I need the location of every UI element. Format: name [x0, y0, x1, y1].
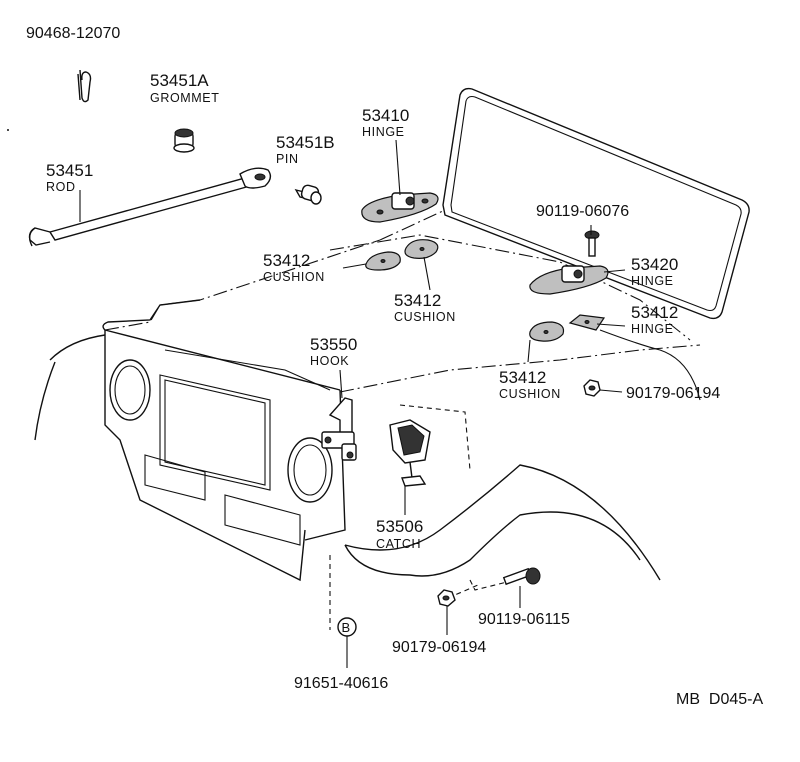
cushion-b-label: CUSHION	[394, 310, 456, 324]
nut-bottom-number: 90179-06194	[392, 639, 486, 656]
hook-number: 53550	[310, 335, 357, 354]
callout-rod: 53451 ROD	[46, 161, 93, 194]
cushion-c-number: 53412	[499, 368, 546, 387]
vehicle-front-body	[34, 299, 701, 582]
rod-number: 53451	[46, 161, 93, 180]
catch-number: 53506	[376, 517, 423, 536]
clip-part	[77, 69, 92, 103]
hinge-right-b-label: HINGE	[631, 322, 674, 336]
grommet-number: 53451A	[150, 71, 209, 90]
cushion-b-number: 53412	[394, 291, 441, 310]
callout-screw-top: 90119-06076	[536, 203, 629, 220]
rod-label: ROD	[46, 180, 76, 194]
leader-lines	[79, 139, 626, 668]
nut-bottom-part	[437, 589, 456, 607]
cushion-part-d	[568, 314, 606, 331]
nut-right-part	[583, 379, 601, 397]
pin-number: 53451B	[276, 133, 335, 152]
cushion-c-label: CUSHION	[499, 387, 561, 401]
callout-nut-right: 90179-06194	[626, 385, 720, 402]
callout-bottom-ref: 91651-40616	[294, 675, 388, 692]
nut-right-number: 90179-06194	[626, 385, 720, 402]
grommet-label: GROMMET	[150, 91, 219, 105]
hinge-left-part	[361, 192, 439, 223]
cushion-part-c	[529, 321, 565, 342]
alignment-lines	[329, 404, 536, 630]
callout-hinge-right-b: 53412 HINGE	[631, 303, 678, 336]
grommet-part	[173, 128, 195, 153]
diagram-ref-code: MB D045-A	[676, 691, 763, 708]
bolt-part	[502, 567, 541, 586]
screw-top-part	[584, 230, 600, 257]
callout-pin: 53451B PIN	[276, 133, 335, 166]
callout-cushion-b: 53412 CUSHION	[394, 291, 456, 324]
cushion-a-label: CUSHION	[263, 270, 325, 284]
hinge-right-number: 53420	[631, 255, 678, 274]
clip-number: 90468-12070	[26, 25, 120, 42]
callout-cushion-c: 53412 CUSHION	[499, 368, 561, 401]
hinge-right-b-number: 53412	[631, 303, 678, 322]
windshield-frame	[442, 87, 750, 320]
callout-bolt: 90119-06115	[478, 611, 570, 628]
hook-part	[321, 397, 357, 461]
callout-cushion-a: 53412 CUSHION	[263, 251, 325, 284]
callout-clip: 90468-12070	[26, 25, 120, 42]
callout-hinge-right: 53420 HINGE	[631, 255, 678, 288]
bottom-ref-number: 91651-40616	[294, 675, 388, 692]
pin-part	[294, 184, 322, 205]
catch-label: CATCH	[376, 537, 421, 551]
cushion-part-a	[365, 251, 401, 271]
hinge-right-part	[529, 265, 609, 295]
hinge-right-label: HINGE	[631, 274, 674, 288]
pin-label: PIN	[276, 152, 299, 166]
hook-label: HOOK	[310, 354, 349, 368]
bolt-number: 90119-06115	[478, 611, 570, 628]
callout-nut-bottom: 90179-06194	[392, 639, 486, 656]
callout-hook: 53550 HOOK	[310, 335, 357, 368]
hinge-left-label: HINGE	[362, 125, 405, 139]
screw-top-number: 90119-06076	[536, 203, 629, 220]
callout-catch: 53506 CATCH	[376, 517, 423, 551]
hood-outline	[104, 209, 701, 393]
hinge-left-number: 53410	[362, 106, 409, 125]
circle-b-marker: B	[337, 617, 357, 637]
callout-grommet: 53451A GROMMET	[150, 71, 219, 105]
cushion-part-b	[404, 239, 439, 259]
cushion-a-number: 53412	[263, 251, 310, 270]
callout-hinge-left: 53410 HINGE	[362, 106, 409, 139]
catch-part	[389, 419, 431, 487]
rod-part	[28, 167, 272, 247]
circle-b-letter: B	[342, 620, 351, 635]
